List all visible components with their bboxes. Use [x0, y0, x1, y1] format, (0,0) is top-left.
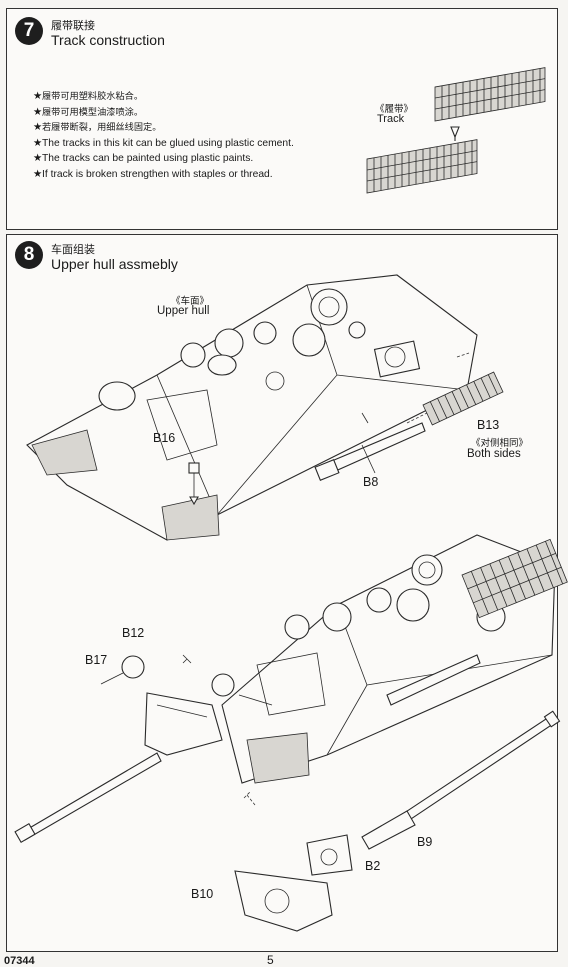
track-illustration [366, 67, 546, 194]
note-item: ★若履带断裂，用细丝线固定。 [33, 122, 162, 133]
track-label-en: Track [377, 113, 405, 125]
note-item: ★履带可用塑料胶水粘合。 [33, 91, 144, 102]
step-8-panel: 8 车面组装 Upper hull assmebly [6, 234, 568, 952]
assembled-hull-drawing [221, 534, 568, 784]
note-item: ★履带可用模型油漆喷涂。 [33, 106, 144, 118]
part-b16-label: B16 [153, 431, 176, 445]
upper-hull-label-en: Upper hull [157, 305, 210, 317]
note-item: ★The tracks can be painted using plastic… [33, 153, 254, 164]
part-b13-label: B13 [477, 418, 500, 432]
both-sides-label-en: Both sides [467, 448, 521, 460]
product-code: 07344 [4, 955, 35, 967]
part-b17-label: B17 [85, 653, 108, 667]
part-b10-label: B10 [191, 887, 214, 901]
step-7-title-cn: 履带联接 [51, 19, 95, 32]
hull-assembly-illustration [14, 274, 568, 932]
step-7-badge: 7 [15, 17, 43, 45]
both-sides-label-cn: 《对侧相同》 [471, 438, 529, 449]
step-8-title-en: Upper hull assmebly [51, 256, 178, 272]
part-b12-label: B12 [122, 626, 145, 640]
step-7-panel: 7 履带联接 Track construction ★履带可用塑料胶水粘合。 ★… [6, 8, 558, 230]
page-number: 5 [267, 953, 274, 967]
note-item: ★If track is broken strengthen with stap… [33, 168, 273, 180]
upper-hull-drawing [26, 274, 478, 541]
step-8-badge: 8 [15, 241, 43, 269]
note-item: ★The tracks in this kit can be glued usi… [33, 137, 294, 149]
track-notes: ★履带可用塑料胶水粘合。 ★履带可用模型油漆喷涂。 ★若履带断裂，用细丝线固定。… [33, 89, 294, 182]
part-b2-label: B2 [365, 859, 381, 873]
step-7-title-en: Track construction [51, 32, 165, 48]
upper-hull-label-cn: 《车面》 [171, 296, 210, 307]
part-b9-label: B9 [417, 835, 433, 849]
part-b8-label: B8 [363, 475, 379, 489]
step-8-title-cn: 车面组装 [51, 243, 95, 256]
track-label-cn: 《履带》 [375, 104, 414, 115]
